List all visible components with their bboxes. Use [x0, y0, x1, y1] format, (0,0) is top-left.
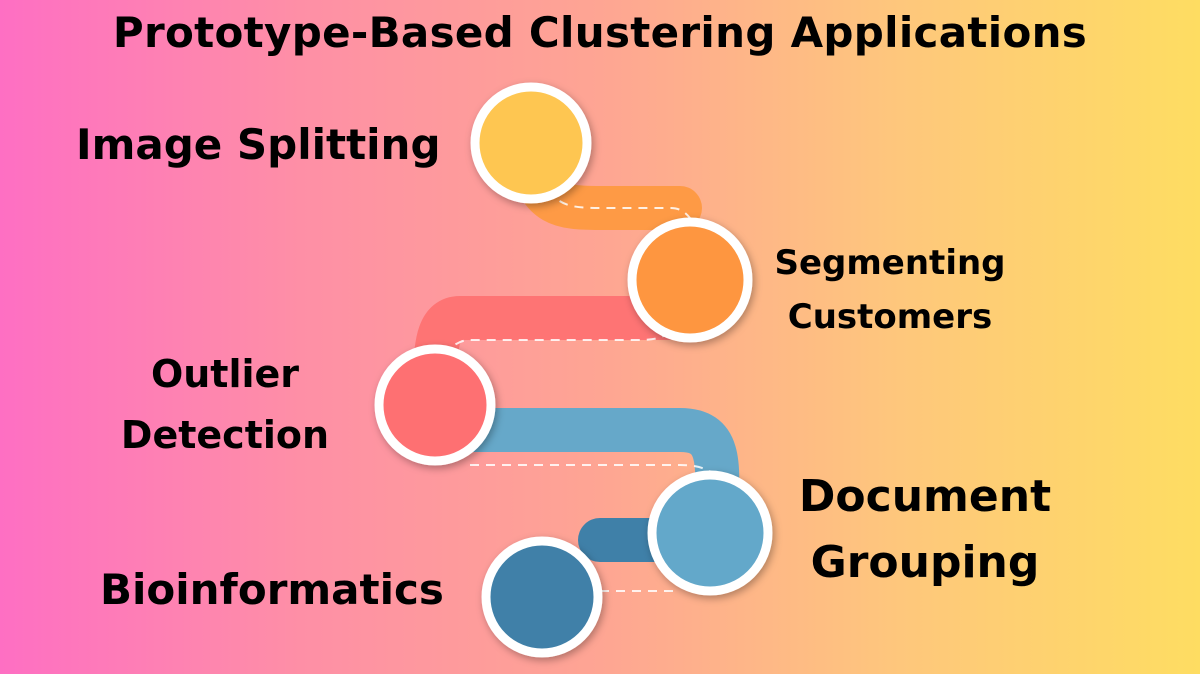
node-document-grouping — [647, 470, 773, 596]
node-image-splitting — [470, 82, 592, 204]
label-line: Document — [798, 471, 1052, 522]
page-title: Prototype-Based Clustering Applications — [112, 8, 1088, 57]
label-line: Outlier — [150, 352, 300, 396]
node-outlier-detection — [374, 344, 496, 466]
label-segmenting-customers: Segmenting Customers — [760, 236, 1020, 345]
label-bioinformatics: Bioinformatics — [100, 565, 444, 614]
label-line: Customers — [787, 297, 993, 338]
label-image-splitting: Image Splitting — [76, 120, 441, 169]
label-document-grouping: Document Grouping — [780, 464, 1070, 596]
label-line: Segmenting — [774, 243, 1006, 283]
node-bioinformatics — [481, 536, 603, 658]
label-outlier-detection: Outlier Detection — [100, 344, 350, 466]
label-line: Grouping — [810, 537, 1040, 588]
node-segmenting-customers — [627, 217, 753, 343]
label-line: Detection — [120, 412, 330, 457]
